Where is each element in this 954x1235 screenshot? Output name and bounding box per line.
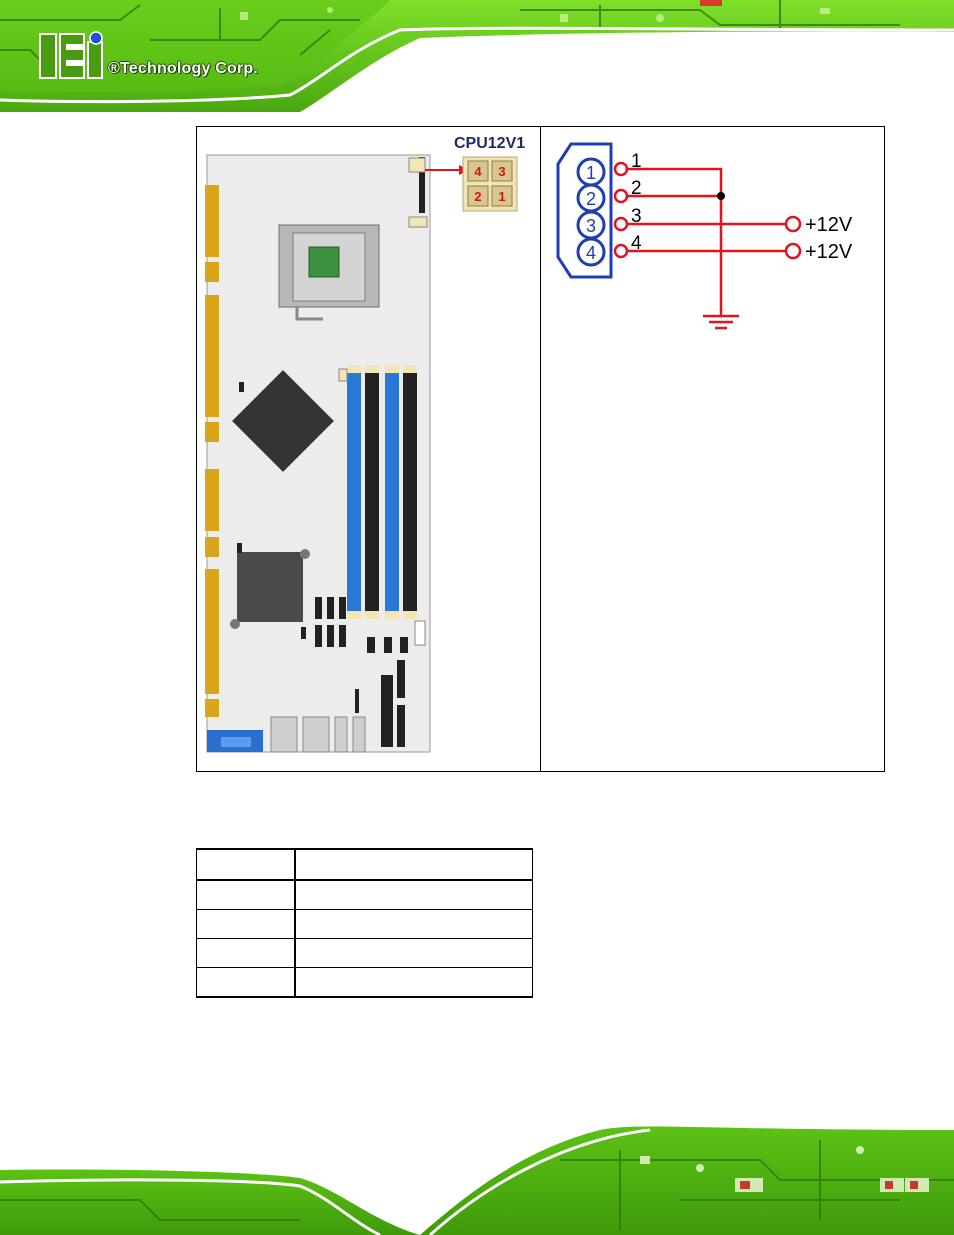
footer-banner bbox=[0, 1120, 954, 1235]
table-cell bbox=[196, 879, 296, 910]
pinout-box-label: 4 bbox=[474, 164, 482, 179]
connector-housing bbox=[556, 142, 613, 279]
pin-circle-label: 2 bbox=[586, 189, 596, 209]
cpu12v1-pinout: 4 3 2 1 bbox=[462, 156, 518, 212]
company-name: ®Technology Corp. bbox=[108, 60, 259, 77]
pinout-box-label: 2 bbox=[474, 189, 481, 204]
table-cell bbox=[196, 909, 296, 939]
table-row bbox=[196, 967, 533, 998]
pin-circle-label: 3 bbox=[586, 216, 596, 236]
cpu-socket bbox=[278, 224, 380, 321]
pin-number: 3 bbox=[631, 206, 642, 227]
voltage-label: +12V bbox=[805, 241, 853, 263]
edge-connector bbox=[205, 185, 219, 717]
figure-divider bbox=[540, 126, 541, 772]
dimm-slots bbox=[347, 365, 417, 619]
table-row bbox=[196, 909, 533, 939]
iei-logo bbox=[39, 31, 103, 79]
table-cell bbox=[196, 967, 296, 998]
pin-number: 2 bbox=[631, 178, 642, 199]
pcb-footer-art bbox=[0, 1120, 954, 1235]
voltage-label: +12V bbox=[805, 214, 853, 236]
table-cell bbox=[294, 967, 533, 998]
pinout-box-label: 1 bbox=[498, 189, 505, 204]
pin-circle-label: 1 bbox=[586, 163, 596, 183]
rear-io bbox=[207, 716, 366, 753]
pinout-schematic: 1 2 3 4 1 2 3 4 +12V +12V bbox=[556, 142, 853, 330]
pin-circle-label: 4 bbox=[586, 243, 596, 263]
table-header-row bbox=[196, 848, 533, 881]
board-layout-diagram: 4 3 2 1 bbox=[205, 154, 518, 753]
southbridge-heatsink bbox=[230, 549, 310, 629]
pin-table bbox=[196, 848, 533, 998]
junction-dot bbox=[717, 192, 725, 200]
connector-label: CPU12V1 bbox=[454, 135, 526, 152]
table-header-cell bbox=[196, 848, 296, 881]
table-cell bbox=[196, 938, 296, 968]
pin-number: 4 bbox=[631, 233, 642, 254]
table-row bbox=[196, 938, 533, 968]
pinout-box-label: 3 bbox=[498, 164, 505, 179]
table-cell bbox=[294, 938, 533, 968]
table-header-cell bbox=[294, 848, 533, 881]
table-cell bbox=[294, 909, 533, 939]
header-banner: ®Technology Corp. bbox=[0, 0, 954, 112]
table-cell bbox=[294, 879, 533, 910]
pin-number: 1 bbox=[631, 151, 642, 172]
northbridge-heatsink bbox=[232, 370, 334, 472]
table-row bbox=[196, 879, 533, 910]
cpu12v1-on-board bbox=[408, 157, 426, 173]
pcb-banner-art bbox=[0, 0, 954, 112]
